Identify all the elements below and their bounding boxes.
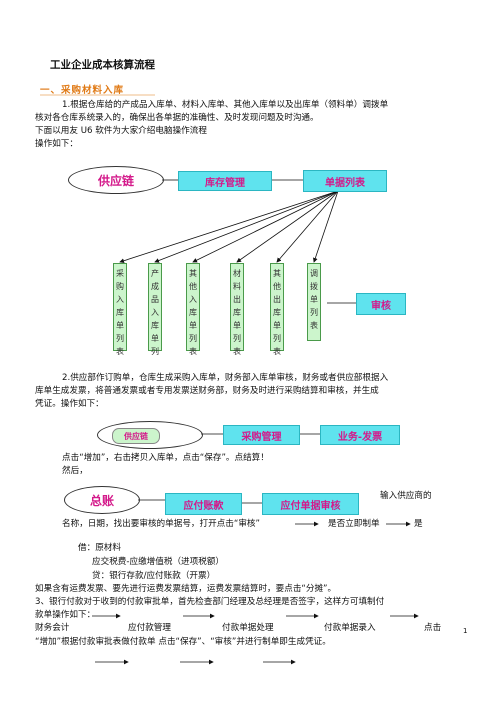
path-step-payment-processing: 付款单据处理 [222,623,274,633]
material-issue-list-column: 材料出库单列表 [230,263,244,356]
journal-tax: 应交税费-应缴增值税（进项税额） [92,557,225,567]
finished-goods-receipt-list-column: 产成品入库单列 [148,263,162,356]
paragraph-line: 输入供应商的 [380,491,432,501]
purchase-management-box: 采购管理 [223,425,300,445]
paragraph-line: 凭证。操作如下： [35,399,104,409]
payable-document-audit-box: 应付单据审核 [262,493,359,515]
purchase-receipt-list-column: 采购入库单列表 [113,263,127,356]
other-receipt-list-column: 其他入库单列表 [186,263,200,356]
section-heading: 一、采购材料入库 [40,85,125,96]
inline-text: 是否立即制单 [328,519,380,529]
paragraph-line: 点击“增加”，右击拷贝入库单，点击“保存”。点结算！ [62,453,269,463]
audit-box: 审核 [356,293,406,315]
paragraph-line: “增加”根据付款审批表做付款单 点击“保存”、“审核”并进行制单即生成凭证。 [35,637,331,647]
paragraph-line: 下面以用友 U6 软件为大家介绍电脑操作流程 [35,126,207,136]
business-invoice-box: 业务-发票 [320,425,400,445]
transfer-list-column: 调拨单列表 [307,263,321,341]
paragraph-line: 1.根据仓库给的产成品入库单、材料入库单、其他入库单以及出库单（领料单）调拨单 [62,100,389,110]
accounts-payable-box: 应付账款 [165,493,242,515]
supply-chain-oval-2 [97,421,203,449]
path-step-payment-entry: 付款单据录入 [324,623,376,633]
other-issue-list-column: 其他出库单列表 [270,263,284,356]
path-step-payable-mgmt: 应付款管理 [128,623,171,633]
path-step-click: 点击 [424,623,442,633]
paragraph-line: 名称，日期，找出要审核的单据号，打开点击“审核” [62,519,260,529]
journal-credit: 贷：银行存款/应付账款（开票） [92,571,216,581]
journal-debit: 借：原材料 [78,543,121,553]
paragraph-line: 如果含有运费发票、要先进行运费发票结算，运费发票结算时，要点击“分摊”。 [35,584,337,594]
path-step-finance: 财务会计 [35,623,70,633]
general-ledger-oval: 总账 [64,486,140,514]
supply-chain-label: 供应链 [112,428,160,444]
inline-text: 是 [414,519,423,529]
document-title: 工业企业成本核算流程 [50,59,155,71]
paragraph-line: 核对各仓库系统录入的，确保出各单据的准确性、及时发现问题及时沟通。 [35,113,319,123]
paragraph-line: 然后， [62,466,88,476]
paragraph-line: 款单操作如下： [35,610,96,620]
paragraph-line: 2.供应部作订购单，仓库生成采购入库单，财务部入库单审核，财务或者供应部根据入 [62,373,389,383]
page-number: 1 [463,627,468,635]
paragraph-line: 3、银行付款对于收到的付款审批单，首先检查部门经理及总经理是否签字，这样方可填制… [35,597,385,607]
inventory-management-box: 库存管理 [178,171,272,191]
supply-chain-oval: 供应链 [68,166,164,194]
document-list-box: 单据列表 [303,170,387,192]
paragraph-line: 库单生成发票，将普通发票或者专用发票送财务部，财务及时进行采购结算和审核，并生成 [35,386,379,396]
paragraph-line: 操作如下： [35,139,78,149]
